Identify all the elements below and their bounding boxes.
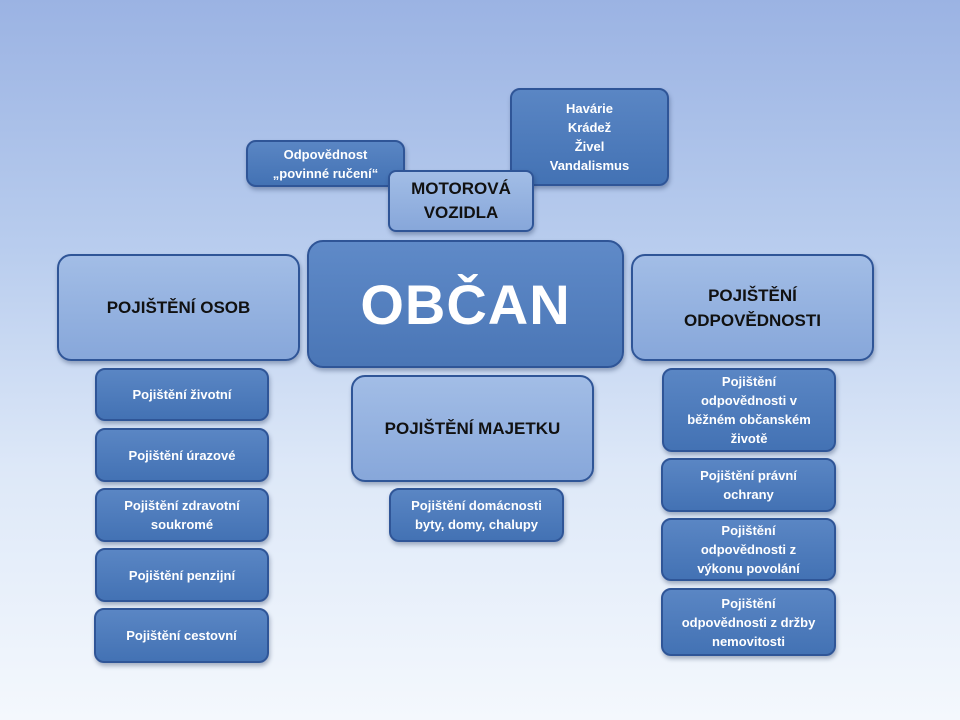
motor-liability-line-1: Odpovědnost — [283, 146, 368, 162]
property-insurance-node: POJIŠTĚNÍ MAJETKU — [351, 375, 594, 482]
center-label: OBČAN — [360, 272, 571, 336]
property-item-household-line-1: Pojištění domácnosti — [411, 498, 542, 513]
liability-item-profession-line-1: Pojištění — [721, 523, 776, 538]
persons-item-pension: Pojištění penzijní — [95, 548, 269, 602]
persons-item-health: Pojištění zdravotní soukromé — [95, 488, 269, 542]
liability-insurance-node: POJIŠTĚNÍ ODPOVĚDNOSTI — [631, 254, 874, 361]
liability-item-civil-life-line-4: životě — [730, 431, 768, 446]
property-item-household: Pojištění domácnosti byty, domy, chalupy — [389, 488, 564, 542]
motor-damage-line-3: Živel — [574, 139, 605, 154]
liability-item-civil-life: Pojištění odpovědnosti v běžném občanské… — [662, 368, 836, 452]
persons-item-life-line-1: Pojištění životní — [132, 387, 232, 402]
motor-damage-line-1: Havárie — [566, 101, 613, 116]
liability-label-line-2: ODPOVĚDNOSTI — [684, 310, 821, 330]
motor-damage-line-2: Krádež — [567, 120, 612, 135]
persons-item-accident: Pojištění úrazové — [95, 428, 269, 482]
property-label: POJIŠTĚNÍ MAJETKU — [384, 419, 561, 438]
persons-item-health-line-2: soukromé — [150, 517, 214, 532]
liability-item-legal-protection-line-2: ochrany — [723, 487, 774, 502]
liability-item-civil-life-line-3: běžném občanském — [687, 412, 811, 427]
liability-label-line-1: POJIŠTĚNÍ — [708, 285, 797, 305]
motor-damage-line-4: Vandalismus — [549, 158, 630, 173]
persons-item-accident-line-1: Pojištění úrazové — [128, 447, 236, 463]
persons-item-health-line-1: Pojištění zdravotní — [124, 498, 240, 513]
liability-item-legal-protection: Pojištění právní ochrany — [661, 458, 836, 512]
persons-item-pension-line-1: Pojištění penzijní — [128, 567, 236, 583]
liability-item-civil-life-line-1: Pojištění — [721, 374, 777, 389]
motor-label-line-1: MOTOROVÁ — [411, 179, 511, 198]
liability-item-legal-protection-line-1: Pojištění právní — [700, 468, 797, 483]
persons-item-travel: Pojištění cestovní — [94, 608, 269, 663]
center-node-obcan: OBČAN — [307, 240, 624, 368]
persons-item-travel-line-1: Pojištění cestovní — [126, 628, 237, 643]
persons-label: POJIŠTĚNÍ OSOB — [106, 298, 251, 317]
motor-label-line-2: VOZIDLA — [423, 203, 499, 222]
liability-item-profession: Pojištění odpovědnosti z výkonu povolání — [661, 518, 836, 581]
motor-liability-line-2: „povinné ručení“ — [272, 165, 379, 181]
liability-item-profession-line-2: odpovědnosti z — [700, 542, 797, 557]
liability-item-real-estate: Pojištění odpovědnosti z držby nemovitos… — [661, 588, 836, 656]
motor-liability-node: Odpovědnost „povinné ručení“ — [246, 140, 405, 187]
persons-item-life: Pojištění životní — [95, 368, 269, 421]
liability-item-real-estate-line-2: odpovědnosti z držby — [681, 614, 816, 630]
liability-item-civil-life-line-2: odpovědnosti v — [700, 393, 798, 408]
persons-insurance-node: POJIŠTĚNÍ OSOB — [57, 254, 300, 361]
liability-item-real-estate-line-1: Pojištění — [721, 595, 776, 611]
motor-vehicles-node: MOTOROVÁ VOZIDLA — [388, 170, 534, 232]
motor-damage-node: Havárie Krádež Živel Vandalismus — [510, 88, 669, 186]
property-item-household-line-2: byty, domy, chalupy — [414, 517, 539, 532]
liability-item-profession-line-3: výkonu povolání — [697, 561, 800, 576]
liability-item-real-estate-line-3: nemovitosti — [712, 633, 785, 649]
